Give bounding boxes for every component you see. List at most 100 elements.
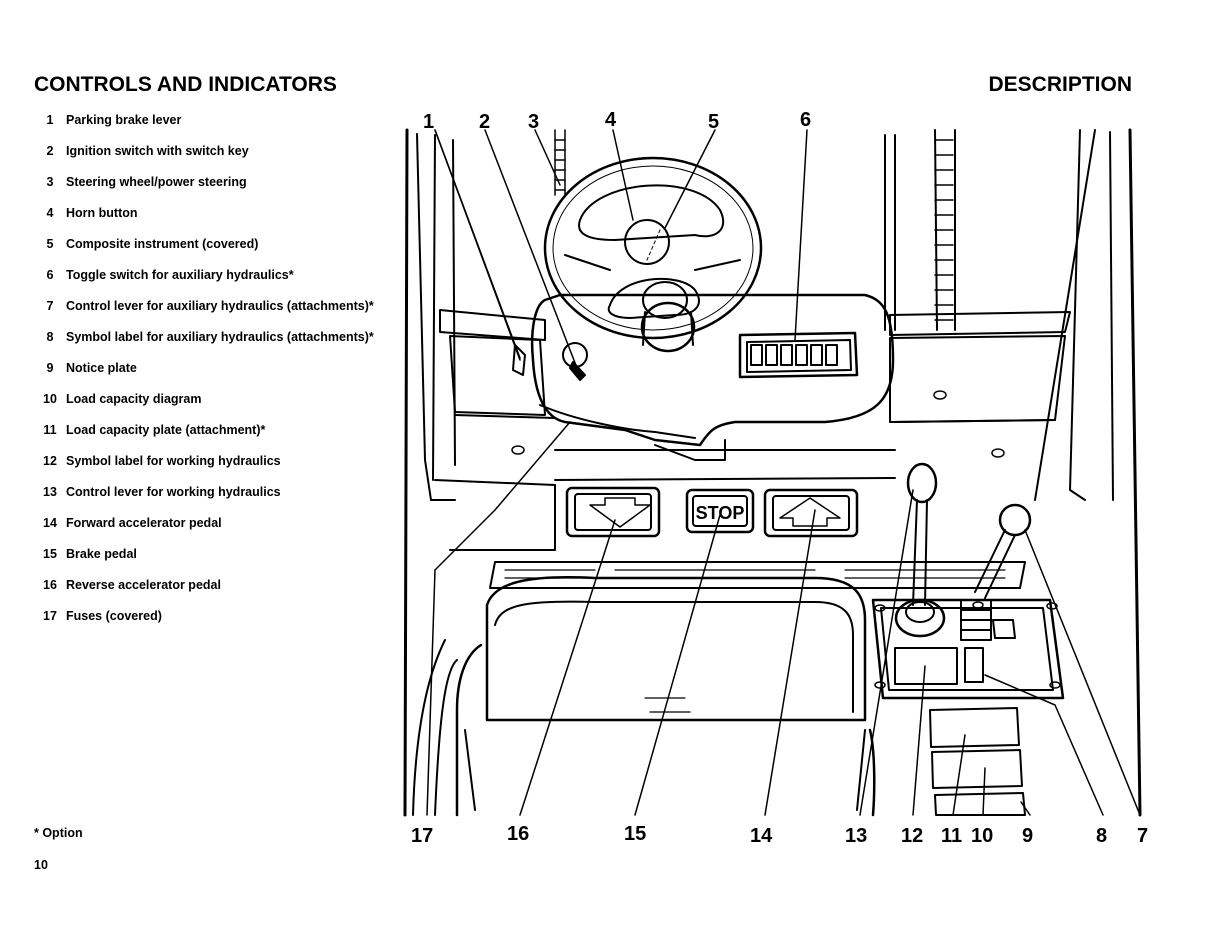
legend-number: 2 (46, 144, 54, 158)
legend-label: Steering wheel/power steering (66, 175, 247, 189)
legend-item: 2 Ignition switch with switch key (34, 143, 394, 159)
legend-number: 6 (46, 268, 54, 282)
pedal-forward (763, 488, 859, 538)
bolt-icon (1049, 681, 1061, 689)
legend-item: 6 Toggle switch for auxiliary hydraulics* (34, 267, 394, 283)
callouts-top: 1 2 3 4 5 6 (423, 109, 811, 133)
legend-number: 9 (46, 361, 54, 375)
ignition-switch (562, 342, 588, 381)
composite-instrument (738, 331, 859, 379)
legend-item: 14 Forward accelerator pedal (34, 515, 394, 531)
page-title: CONTROLS AND INDICATORS (34, 73, 337, 96)
steering-wheel (543, 156, 763, 340)
legend-item: 4 Horn button (34, 205, 394, 221)
legend-label: Horn button (66, 206, 138, 220)
callout-16: 16 (507, 823, 529, 845)
pedal-reverse (565, 486, 661, 538)
legend-label: Ignition switch with switch key (66, 144, 249, 158)
legend-item: 16 Reverse accelerator pedal (34, 577, 394, 593)
right-frame (884, 128, 1142, 817)
callout-15: 15 (624, 823, 646, 845)
callouts-bottom: 17 16 15 14 13 12 11 10 9 8 7 (411, 823, 1148, 847)
legend-label: Brake pedal (66, 547, 137, 561)
legend-label: Symbol label for auxiliary hydraulics (a… (66, 330, 374, 344)
legend-number: 15 (43, 547, 57, 561)
legend-item: 7 Control lever for auxiliary hydraulics … (34, 298, 394, 314)
callout-5: 5 (708, 111, 719, 133)
plates (929, 707, 1026, 816)
floor-mat (489, 561, 1026, 589)
legend-number: 3 (46, 175, 54, 189)
legend-item: 3 Steering wheel/power steering (34, 174, 394, 190)
operator-cab-diagram: STOP (403, 109, 1148, 847)
legend-item: 13 Control lever for working hydraulics (34, 484, 394, 500)
callout-10: 10 (971, 825, 993, 847)
legend-number: 7 (46, 299, 54, 313)
callout-6: 6 (800, 109, 811, 131)
legend-number: 17 (43, 609, 57, 623)
operator-seat (455, 575, 876, 817)
callout-17: 17 (411, 825, 433, 847)
legend-label: Symbol label for working hydraulics (66, 454, 281, 468)
legend-number: 8 (46, 330, 54, 344)
legend-label: Composite instrument (covered) (66, 237, 259, 251)
steering-knob (640, 281, 696, 353)
legend-label: Control lever for working hydraulics (66, 485, 281, 499)
hydraulics-panel (871, 598, 1065, 700)
legend-label: Load capacity plate (attachment)* (66, 423, 266, 437)
auxiliary-hydraulics-lever (960, 503, 1032, 641)
legend-item: 12 Symbol label for working hydraulics (34, 453, 394, 469)
bolt-icon (933, 390, 947, 400)
bolt-icon (511, 445, 525, 455)
legend-label: Control lever for auxiliary hydraulics (… (66, 299, 374, 313)
legend-number: 12 (43, 454, 57, 468)
legend-number: 16 (43, 578, 57, 592)
legend-label: Toggle switch for auxiliary hydraulics* (66, 268, 294, 282)
callout-7: 7 (1137, 825, 1148, 847)
callout-1: 1 (423, 111, 434, 133)
legend-item: 5 Composite instrument (covered) (34, 236, 394, 252)
mast-chain (554, 129, 954, 321)
page-number: 10 (34, 858, 48, 872)
option-footnote: * Option (34, 826, 83, 840)
callout-8: 8 (1096, 825, 1107, 847)
legend-item: 9 Notice plate (34, 360, 394, 376)
bolt-icons (511, 390, 1061, 689)
legend-number: 4 (46, 206, 54, 220)
legend-number: 13 (43, 485, 57, 499)
legend-item: 10 Load capacity diagram (34, 391, 394, 407)
steering-column (512, 293, 895, 461)
pedal-brake: STOP (685, 488, 755, 534)
legend-item: 8 Symbol label for auxiliary hydraulics (… (34, 329, 394, 345)
legend-label: Load capacity diagram (66, 392, 202, 406)
legend-number: 14 (43, 516, 57, 530)
horn-button (624, 219, 670, 265)
legend-label: Fuses (covered) (66, 609, 162, 623)
callout-3: 3 (528, 111, 539, 133)
legend-number: 10 (43, 392, 57, 406)
stop-label: STOP (696, 503, 745, 523)
legend-number: 11 (43, 423, 57, 437)
legend-number: 5 (46, 237, 54, 251)
legend-item: 15 Brake pedal (34, 546, 394, 562)
legend-item: 17 Fuses (covered) (34, 608, 394, 624)
legend-item: 11 Load capacity plate (attachment)* (34, 422, 394, 438)
dashboard-frame (434, 309, 1071, 551)
leader-lines (426, 129, 1141, 816)
callout-4: 4 (605, 109, 617, 131)
callout-2: 2 (479, 111, 490, 133)
legend-label: Reverse accelerator pedal (66, 578, 221, 592)
callout-11: 11 (941, 825, 962, 847)
callout-12: 12 (901, 825, 923, 847)
working-hydraulics-lever (894, 462, 946, 638)
section-title: DESCRIPTION (988, 73, 1132, 96)
legend-label: Forward accelerator pedal (66, 516, 222, 530)
bolt-icon (991, 448, 1005, 458)
bolt-icon (874, 681, 886, 689)
callout-9: 9 (1022, 825, 1033, 847)
left-frame (403, 128, 458, 817)
legend-label: Notice plate (66, 361, 137, 375)
legend-number: 1 (46, 113, 54, 127)
callout-14: 14 (750, 825, 773, 847)
